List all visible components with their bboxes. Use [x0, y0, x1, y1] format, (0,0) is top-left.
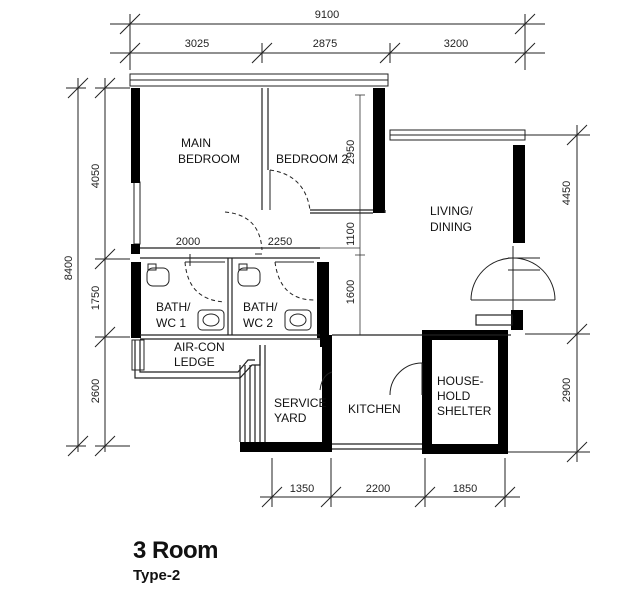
left-dimensions — [66, 77, 130, 457]
bottom-dimensions — [260, 458, 520, 508]
dim-bottom-1: 1350 — [290, 483, 314, 495]
label-kitchen: KITCHEN — [348, 402, 401, 416]
dim-right-2: 2900 — [561, 378, 573, 402]
label-aircon-2: LEDGE — [174, 355, 215, 369]
dim-left-3: 2600 — [90, 379, 102, 403]
dim-interior-v1: 2950 — [345, 140, 357, 164]
plan-subtitle: Type-2 — [133, 567, 181, 584]
dim-top-3: 3200 — [444, 38, 468, 50]
partitions — [134, 88, 513, 450]
top-dimensions — [110, 13, 545, 70]
dim-interior-v2: 1100 — [345, 222, 357, 246]
label-shelter-1: HOUSE- — [437, 374, 484, 388]
label-bath-2-a: BATH/ — [243, 300, 278, 314]
label-bath-1-a: BATH/ — [156, 300, 191, 314]
doors — [184, 169, 556, 396]
dim-right-1: 4450 — [561, 181, 573, 205]
dim-top-2: 2875 — [313, 38, 337, 50]
label-main-bedroom-1: MAIN — [181, 136, 211, 150]
label-bath-2-b: WC 2 — [243, 316, 273, 330]
right-dimensions — [505, 124, 590, 463]
label-bath-1-b: WC 1 — [156, 316, 186, 330]
windows — [129, 73, 526, 371]
fixtures — [146, 253, 312, 331]
label-shelter-2: HOLD — [437, 389, 471, 403]
dim-top-1: 3025 — [185, 38, 209, 50]
plan-title: 3 Room — [133, 537, 219, 564]
label-main-bedroom-2: BEDROOM — [178, 152, 240, 166]
dim-bottom-2: 2200 — [366, 483, 390, 495]
dim-interior-h1: 2000 — [176, 236, 200, 248]
dim-left-overall: 8400 — [63, 256, 75, 280]
dim-overall-width: 9100 — [315, 9, 339, 21]
label-service-2: YARD — [274, 411, 307, 425]
dim-left-2: 1750 — [90, 286, 102, 310]
label-bedroom-2: BEDROOM 2 — [276, 152, 348, 166]
label-living-2: DINING — [430, 220, 472, 234]
dim-interior-v3: 1600 — [345, 280, 357, 304]
label-living-1: LIVING/ — [430, 204, 473, 218]
label-service-1: SERVICE — [274, 396, 326, 410]
dim-bottom-3: 1850 — [453, 483, 477, 495]
label-aircon-1: AIR-CON — [174, 340, 225, 354]
interior-dimensions — [140, 94, 365, 335]
dim-left-1: 4050 — [90, 164, 102, 188]
label-shelter-3: SHELTER — [437, 404, 492, 418]
dim-interior-h2: 2250 — [268, 236, 292, 248]
